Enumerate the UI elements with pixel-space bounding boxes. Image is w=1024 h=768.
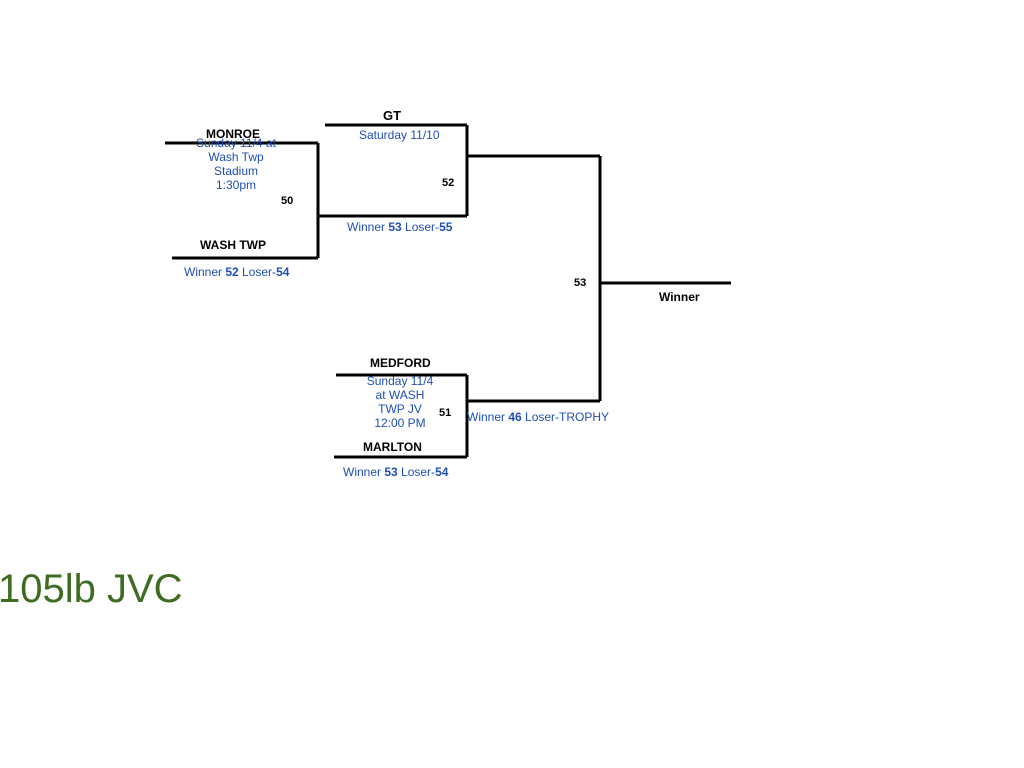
adv-winner-match: 46: [508, 410, 522, 424]
match-51-advancement: Winner 53 Loser-54: [343, 465, 448, 479]
match-50-schedule: Sunday 11/4 at Wash Twp Stadium 1:30pm: [186, 136, 286, 192]
match-50-advancement: Winner 52 Loser-54: [184, 265, 289, 279]
adv-winner-label: Winner: [184, 265, 226, 279]
adv-winner-label: Winner: [343, 465, 385, 479]
team-monroe: MONROE: [206, 127, 260, 141]
schedule-line: Wash Twp: [208, 150, 264, 164]
adv-loser-match: 54: [435, 465, 449, 479]
match-number-52: 52: [442, 177, 455, 189]
bracket-title: 105lb JVC: [0, 567, 183, 611]
schedule-line: 1:30pm: [215, 178, 257, 192]
adv-loser-label: Loser-: [397, 465, 436, 479]
adv-winner-match: 53: [388, 220, 402, 234]
adv-loser-match: 55: [439, 220, 453, 234]
final-winner-label: Winner: [659, 290, 700, 304]
schedule-line: at WASH: [375, 388, 425, 402]
match-52-schedule: Saturday 11/10: [359, 128, 440, 142]
adv-winner-label: Winner: [467, 410, 509, 424]
team-gt: GT: [383, 108, 402, 123]
match-number-51: 51: [439, 407, 452, 419]
adv-loser-label: Loser-: [401, 220, 440, 234]
schedule-line: Sunday 11/4: [366, 374, 434, 388]
adv-loser-label: Loser-TROPHY: [521, 410, 610, 424]
schedule-line: Sunday 11/4 at: [196, 136, 276, 150]
schedule-line: TWP JV: [378, 402, 422, 416]
adv-winner-match: 53: [384, 465, 398, 479]
match-51-schedule: Sunday 11/4 at WASH TWP JV 12:00 PM: [360, 374, 440, 430]
match-51-final-advancement: Winner 46 Loser-TROPHY: [467, 410, 609, 424]
adv-loser-label: Loser-: [238, 265, 277, 279]
team-wash-twp: WASH TWP: [200, 238, 266, 252]
adv-loser-match: 54: [276, 265, 290, 279]
team-medford: MEDFORD: [370, 356, 431, 370]
adv-winner-match: 52: [225, 265, 239, 279]
match-52-advancement: Winner 53 Loser-55: [347, 220, 452, 234]
team-marlton: MARLTON: [363, 440, 422, 454]
schedule-line: 12:00 PM: [374, 416, 426, 430]
match-number-50: 50: [281, 195, 294, 207]
match-number-53: 53: [574, 277, 587, 289]
schedule-line: Stadium: [213, 164, 259, 178]
adv-winner-label: Winner: [347, 220, 389, 234]
